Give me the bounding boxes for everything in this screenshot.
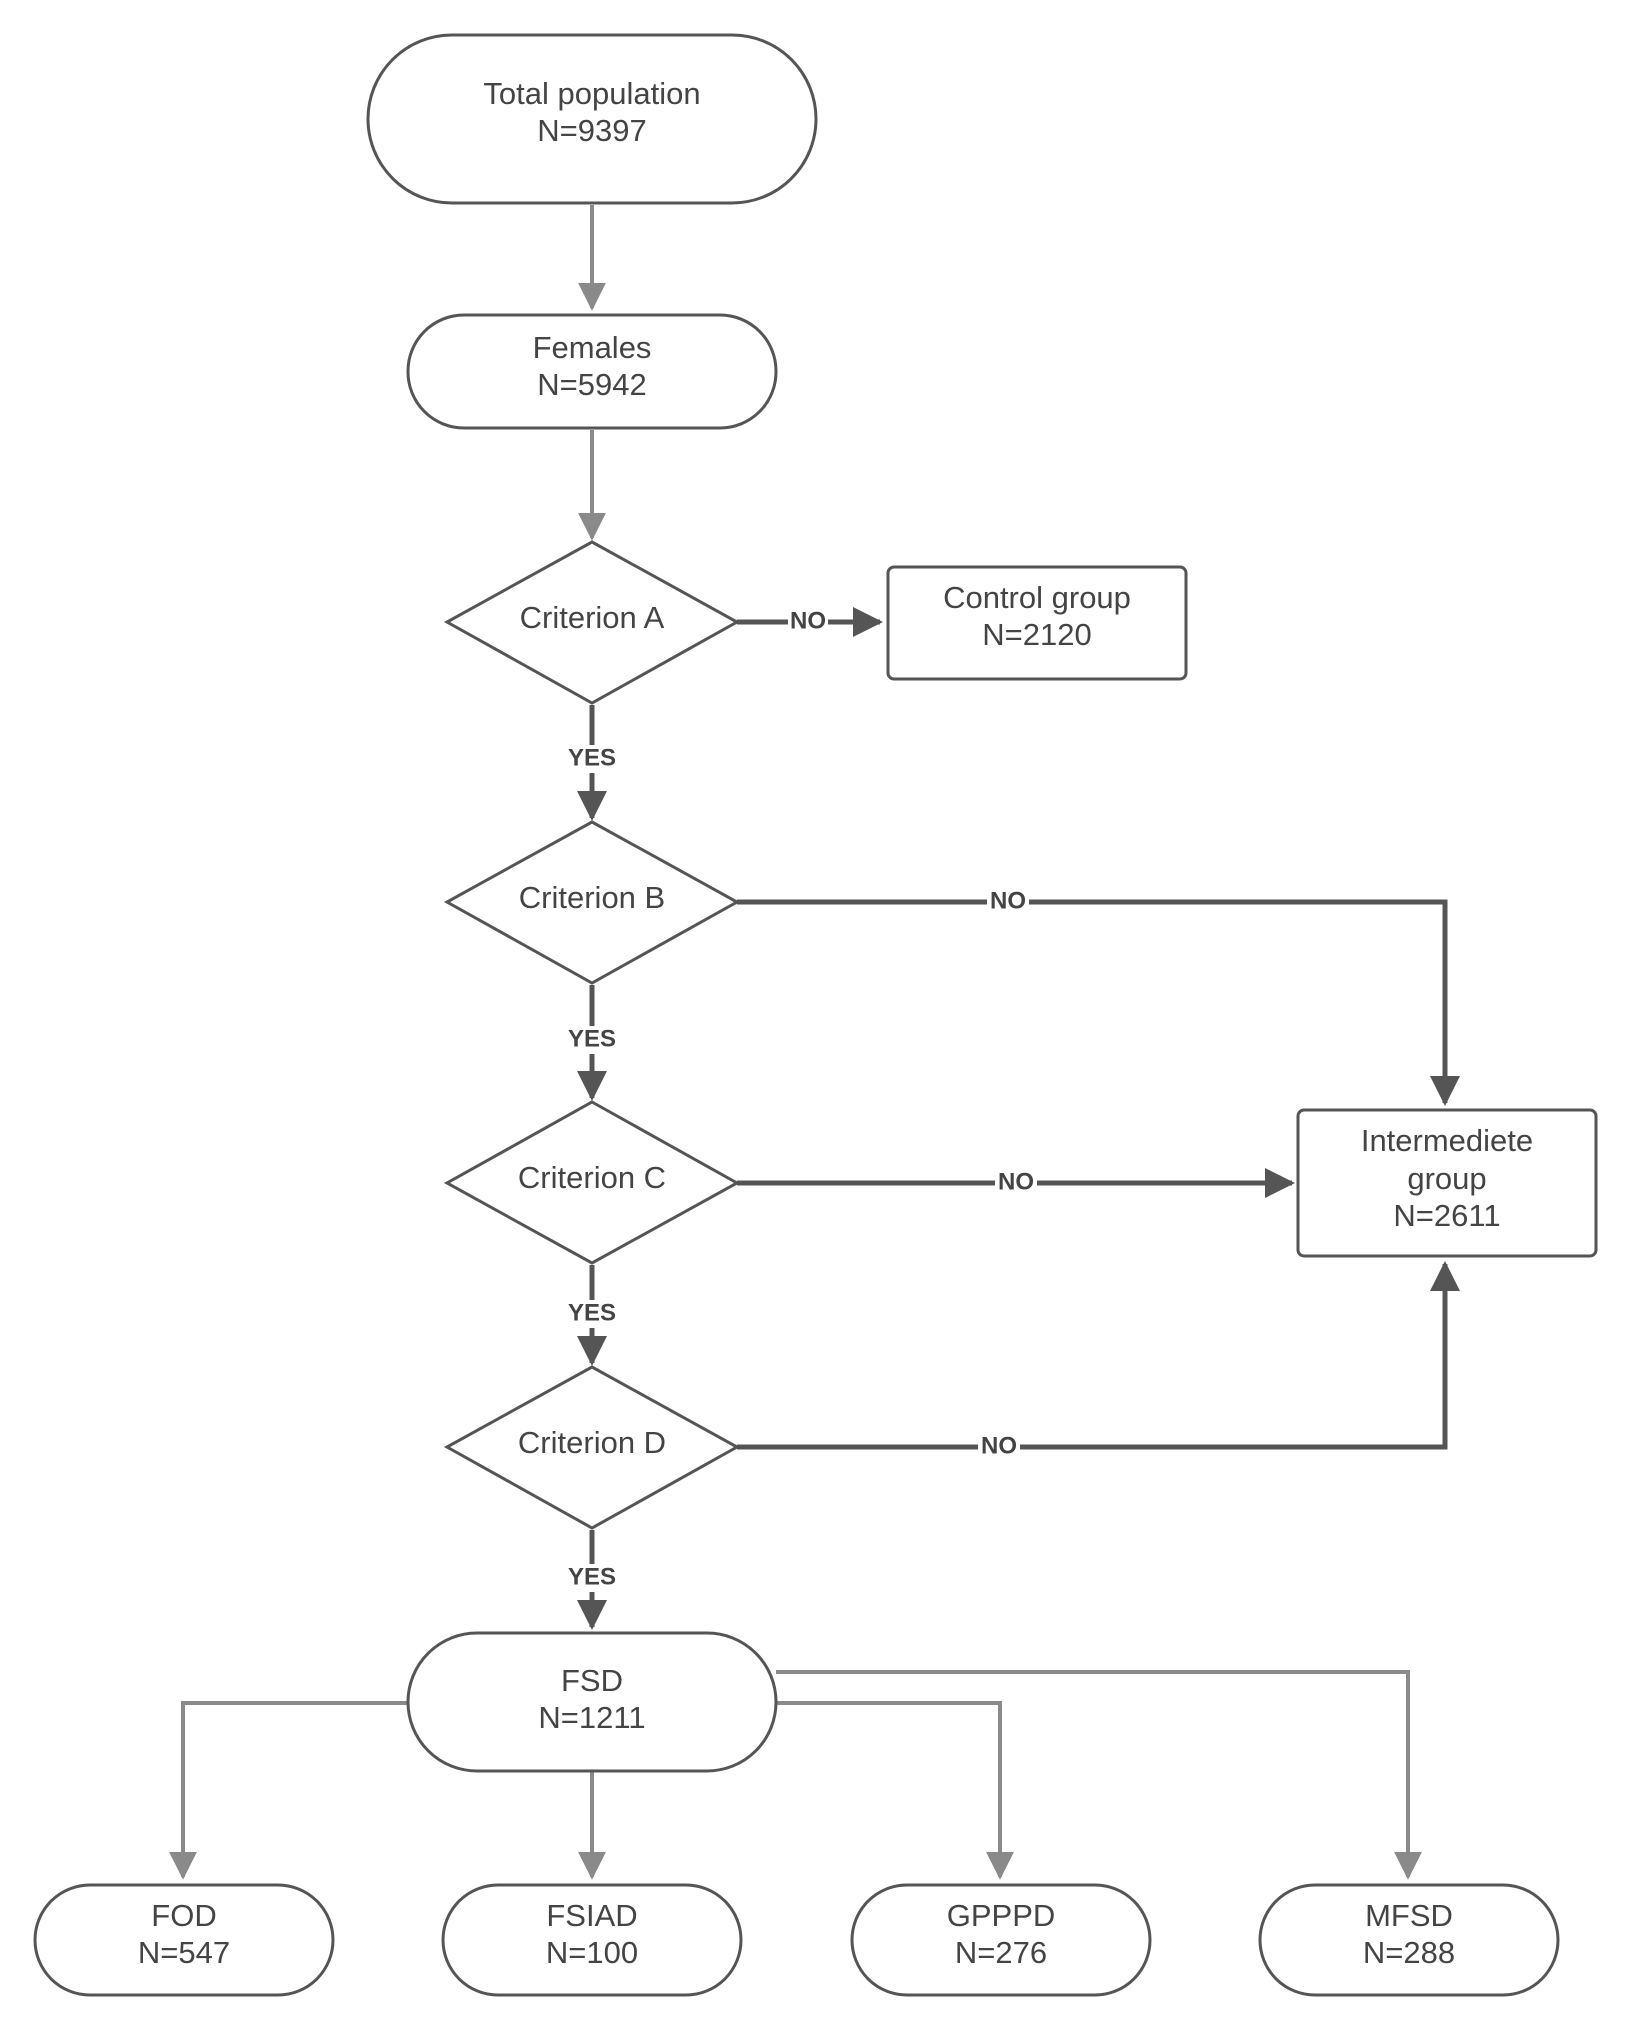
node-label: Intermediete [1361, 1123, 1533, 1158]
node-label: GPPPD [947, 1898, 1056, 1933]
node-gpppd: GPPPD N=276 [850, 1883, 1152, 1997]
node-label: FOD [151, 1898, 216, 1933]
node-label: Criterion A [520, 600, 665, 635]
node-total-population: Total population N=9397 [366, 33, 818, 205]
edge-label-c-yes: YES [558, 1299, 626, 1328]
label-yes: YES [568, 744, 616, 771]
edge-criterion-d-to-intermediate [737, 1261, 1460, 1450]
node-label: Total population [483, 76, 700, 111]
node-label: Criterion C [518, 1160, 666, 1195]
edge-fsd-to-mfsd [776, 1670, 1422, 1880]
edge-fsd-to-gpppd [776, 1701, 1014, 1880]
node-label: group [1407, 1161, 1486, 1196]
edge-label-c-no: NO [995, 1168, 1037, 1197]
node-count: N=100 [546, 1935, 638, 1970]
node-label: Females [533, 330, 652, 365]
node-count: N=1211 [538, 1700, 645, 1735]
node-fsd: FSD N=1211 [406, 1631, 778, 1773]
node-mfsd: MFSD N=288 [1258, 1883, 1560, 1997]
node-count: N=547 [138, 1935, 230, 1970]
edge-label-d-no: NO [978, 1432, 1020, 1461]
node-label: Control group [943, 580, 1131, 615]
node-fod: FOD N=547 [33, 1883, 335, 1997]
node-count: N=2120 [982, 617, 1091, 652]
node-females: Females N=5942 [406, 313, 778, 430]
label-no: NO [998, 1168, 1034, 1195]
node-count: N=288 [1363, 1935, 1455, 1970]
node-label: FSIAD [546, 1898, 637, 1933]
node-label: FSD [561, 1663, 623, 1698]
label-yes: YES [568, 1563, 616, 1590]
node-count: N=2611 [1393, 1198, 1500, 1233]
label-yes: YES [568, 1299, 616, 1326]
edge-fsd-to-fod [169, 1701, 408, 1880]
node-criterion-a: Criterion A [443, 540, 741, 705]
node-intermediate-group: Intermediete group N=2611 [1296, 1108, 1598, 1258]
label-yes: YES [568, 1025, 616, 1052]
node-count: N=5942 [537, 367, 646, 402]
edge-label-a-yes: YES [558, 744, 626, 773]
node-label: MFSD [1365, 1898, 1453, 1933]
edge-criterion-b-to-intermediate [737, 899, 1460, 1106]
node-label: Criterion B [519, 880, 665, 915]
edge-label-a-no: NO [788, 607, 828, 636]
edge-label-b-yes: YES [558, 1025, 626, 1054]
edge-label-d-yes: YES [558, 1563, 626, 1592]
node-control-group: Control group N=2120 [886, 565, 1188, 681]
node-label: Criterion D [518, 1425, 666, 1460]
node-criterion-b: Criterion B [443, 820, 741, 985]
node-criterion-c: Criterion C [443, 1100, 741, 1265]
label-no: NO [981, 1432, 1017, 1459]
node-fsiad: FSIAD N=100 [441, 1883, 743, 1997]
node-count: N=9397 [537, 113, 646, 148]
label-no: NO [990, 887, 1026, 914]
node-criterion-d: Criterion D [443, 1365, 741, 1530]
label-no: NO [790, 607, 826, 634]
node-count: N=276 [955, 1935, 1047, 1970]
edge-label-b-no: NO [987, 887, 1029, 916]
